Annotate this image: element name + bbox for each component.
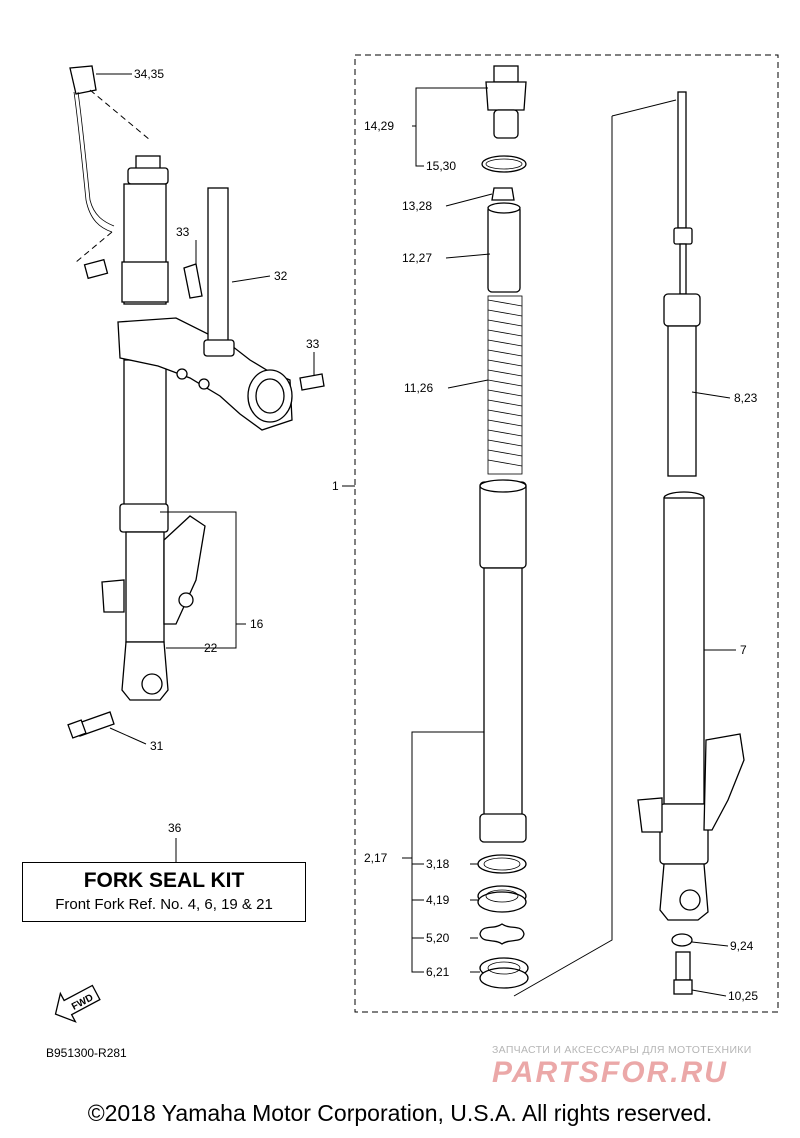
label-14-29: 14,29 xyxy=(364,119,394,133)
label-2-17: 2,17 xyxy=(364,851,388,865)
label-10-25: 10,25 xyxy=(728,989,758,1003)
copyright-notice: ©2018 Yamaha Motor Corporation, U.S.A. A… xyxy=(87,1100,713,1126)
label-12-27: 12,27 xyxy=(402,251,432,265)
label-16: 16 xyxy=(250,617,264,631)
label-33-lower: 33 xyxy=(306,337,320,351)
leader-lines xyxy=(96,73,736,997)
label-9-24: 9,24 xyxy=(730,939,754,953)
label-11-26: 11,26 xyxy=(404,381,433,395)
label-22: 22 xyxy=(204,641,218,655)
fork-spring xyxy=(487,295,523,475)
label-33-upper: 33 xyxy=(176,225,190,239)
assembly-frame xyxy=(354,54,779,1013)
label-6-21: 6,21 xyxy=(426,965,450,979)
label-13-28: 13,28 xyxy=(402,199,432,213)
right-exploded-stack xyxy=(637,91,745,995)
center-exploded-stack xyxy=(477,65,529,989)
label-31: 31 xyxy=(150,739,164,753)
label-1: 1 xyxy=(332,479,339,493)
label-36: 36 xyxy=(168,821,182,835)
kit-subtitle: Front Fork Ref. No. 4, 6, 19 & 21 xyxy=(55,896,273,913)
diagram-code: B951300-R281 xyxy=(46,1046,127,1060)
sensor-connector xyxy=(69,65,97,95)
label-15-30: 15,30 xyxy=(426,159,456,173)
watermark-logo: PARTSFOR.RU xyxy=(492,1056,728,1089)
label-34-35: 34,35 xyxy=(134,67,164,81)
label-4-19: 4,19 xyxy=(426,893,450,907)
label-3-18: 3,18 xyxy=(426,857,450,871)
fork-seal-kit-box: FORK SEAL KIT Front Fork Ref. No. 4, 6, … xyxy=(22,862,306,922)
watermark-subtitle: ЗАПЧАСТИ И АКСЕССУАРЫ ДЛЯ МОТОТЕХНИКИ xyxy=(492,1044,752,1056)
label-32: 32 xyxy=(274,269,288,283)
kit-title: FORK SEAL KIT xyxy=(83,869,245,892)
label-8-23: 8,23 xyxy=(734,391,758,405)
label-5-20: 5,20 xyxy=(426,931,450,945)
assembled-fork xyxy=(67,65,325,739)
label-7: 7 xyxy=(740,643,747,657)
part-labels: 34,35 33 32 33 16 22 31 36 14,29 15,30 1… xyxy=(134,67,758,1003)
fwd-arrow-icon: FWD xyxy=(54,984,101,1023)
